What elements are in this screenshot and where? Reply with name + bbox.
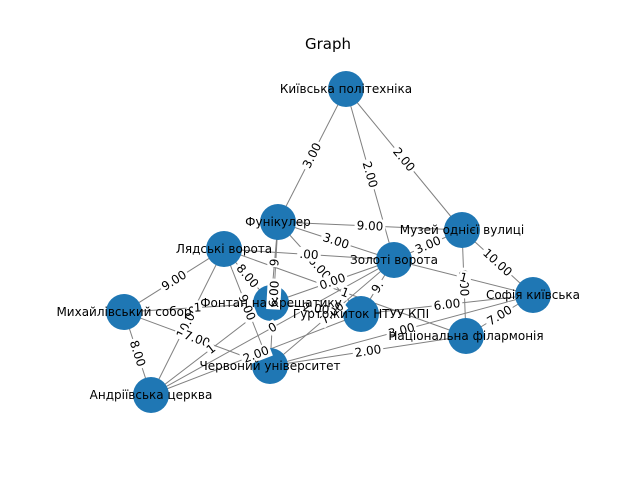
- edge-weight-background: [267, 257, 282, 268]
- edge-weight-lyadski-mykhailivsky: 9.00: [157, 266, 191, 295]
- edge-weight-label: 3.00: [321, 230, 351, 252]
- edge-weight-kpi-funicular: 3.00: [298, 138, 326, 173]
- edge-weight-sofia-philharmonic: 7.00: [482, 301, 517, 330]
- node-label-zoloti: Золоті ворота: [350, 253, 438, 267]
- edge-weight-label: 10.00: [480, 246, 515, 280]
- edge-weight-funicular-red_univ: 6.00: [266, 278, 282, 310]
- edge-weight-label: 1: [193, 300, 201, 314]
- edge-weight-fountain-dorm: 2.00: [299, 299, 333, 318]
- edge-weight-label: 6.00: [266, 280, 281, 307]
- graph-title: Graph: [305, 35, 351, 53]
- node-label-philharmonic: Національна філармонія: [388, 329, 543, 343]
- edge-weight-background: [234, 290, 260, 325]
- edge-weight-background: [388, 143, 420, 176]
- edge-weight-background: [315, 297, 349, 329]
- edge-weight-background: [298, 138, 326, 173]
- edge-weight-funicular-zoloti: 3.00: [319, 229, 353, 253]
- edge-weight-lyadski-philharmonic: 1: [338, 284, 352, 301]
- edge-weight-zoloti-andriivska: 0: [265, 319, 280, 336]
- node-kpi[interactable]: [328, 71, 364, 107]
- edge-weight-background: [239, 342, 273, 367]
- edge-weight-zoloti-dorm: 9.: [367, 276, 388, 298]
- edge-weight-background: [319, 229, 353, 253]
- node-label-museum: Музей однієї вулиці: [400, 223, 525, 237]
- edge-weight-background: [457, 269, 470, 286]
- node-dorm[interactable]: [343, 296, 379, 332]
- edge-weight-label: 3.00: [300, 140, 325, 170]
- edge-weight-label: .00: [299, 247, 319, 262]
- edge-weight-label: 6.00: [433, 296, 461, 313]
- node-zoloti[interactable]: [376, 242, 412, 278]
- edge-weight-background: [482, 301, 517, 330]
- node-museum[interactable]: [444, 212, 480, 248]
- edge-weight-background: [157, 266, 191, 295]
- edge-weight-sofia-red_univ: 3.00: [384, 319, 419, 342]
- node-label-funicular: Фунікулер: [245, 215, 311, 229]
- edge-weight-label: 9: [267, 258, 282, 267]
- node-mykhailivsky[interactable]: [106, 294, 142, 330]
- edge-weight-background: [367, 276, 388, 298]
- node-label-fountain: Фонтан на Хрещатику: [200, 296, 342, 310]
- edge-weight-label: 3.00: [387, 320, 416, 340]
- edge-weight-label: 2.00: [360, 160, 381, 190]
- edge-weight-mykhailivsky-andriivska: 8.00: [126, 336, 149, 371]
- edge-weight-lyadski-zoloti: .00: [296, 246, 322, 263]
- edge-weight-background: [266, 278, 282, 310]
- edge-weight-mykhailivsky-fountain: 1: [192, 300, 203, 315]
- edge-weight-lyadski-fountain: 8.00: [232, 259, 263, 293]
- edge-weight-sofia-dorm: 6.00: [430, 295, 464, 314]
- node-label-kpi: Київська політехніка: [280, 82, 412, 96]
- node-label-sofia: Софія київська: [486, 288, 580, 302]
- node-label-andriivska: Андріївська церква: [90, 388, 213, 402]
- node-label-mykhailivsky: Михайлівський собор: [56, 305, 191, 319]
- edge-weight-background: [299, 299, 333, 318]
- edge-weight-background: [430, 295, 464, 314]
- edge-weight-label: 9.: [369, 278, 387, 295]
- edge-weight-background: [359, 157, 381, 192]
- edge-weight-background: [478, 244, 517, 281]
- edge-weight-background: [126, 336, 149, 371]
- edge-weight-background: [338, 284, 352, 301]
- edge-weight-kpi-museum: 2.00: [388, 143, 420, 176]
- edge-weight-museum-sofia: 10.00: [478, 244, 517, 281]
- node-label-red_univ: Червоний університет: [199, 359, 340, 373]
- edge-weight-label: 1: [458, 270, 469, 285]
- edge-weight-red_univ-philharmonic: 2.00: [351, 341, 385, 361]
- edge-weight-kpi-zoloti: 2.00: [359, 157, 381, 192]
- edge-weight-background: [265, 319, 280, 336]
- edge-weight-label: 9.00: [356, 218, 383, 233]
- edge-weight-funicular-fountain: 9: [267, 257, 282, 268]
- edge-weight-label: 2.00: [354, 342, 383, 360]
- node-label-lyadski: Лядські ворота: [176, 242, 272, 256]
- edge-weight-background: [351, 341, 385, 361]
- node-label-dorm: Гуртожиток НТУУ КПІ: [293, 307, 429, 321]
- node-andriivska[interactable]: [133, 377, 169, 413]
- edge-weight-label: 2.00: [302, 300, 330, 317]
- node-lyadski[interactable]: [206, 231, 242, 267]
- edge-weight-funicular-museum: 9.00: [354, 218, 386, 234]
- edge-weight-background: [411, 232, 445, 258]
- edge-weight-background: [203, 340, 219, 358]
- edge-weight-background: [315, 269, 350, 294]
- node-philharmonic[interactable]: [448, 318, 484, 354]
- node-sofia[interactable]: [515, 277, 551, 313]
- edge-weight-background: [384, 319, 419, 342]
- edge-weight-background: [192, 300, 203, 315]
- edge-weight-background: [232, 259, 263, 293]
- node-funicular[interactable]: [260, 204, 296, 240]
- edge-weight-label: 1: [339, 285, 351, 301]
- edge-weight-background: [354, 218, 386, 234]
- edge-weight-background: [296, 246, 322, 263]
- nodes-layer: [106, 71, 551, 413]
- edge-weight-zoloti-sofia: 1: [457, 269, 470, 286]
- edge-weight-label: 8.00: [127, 339, 149, 369]
